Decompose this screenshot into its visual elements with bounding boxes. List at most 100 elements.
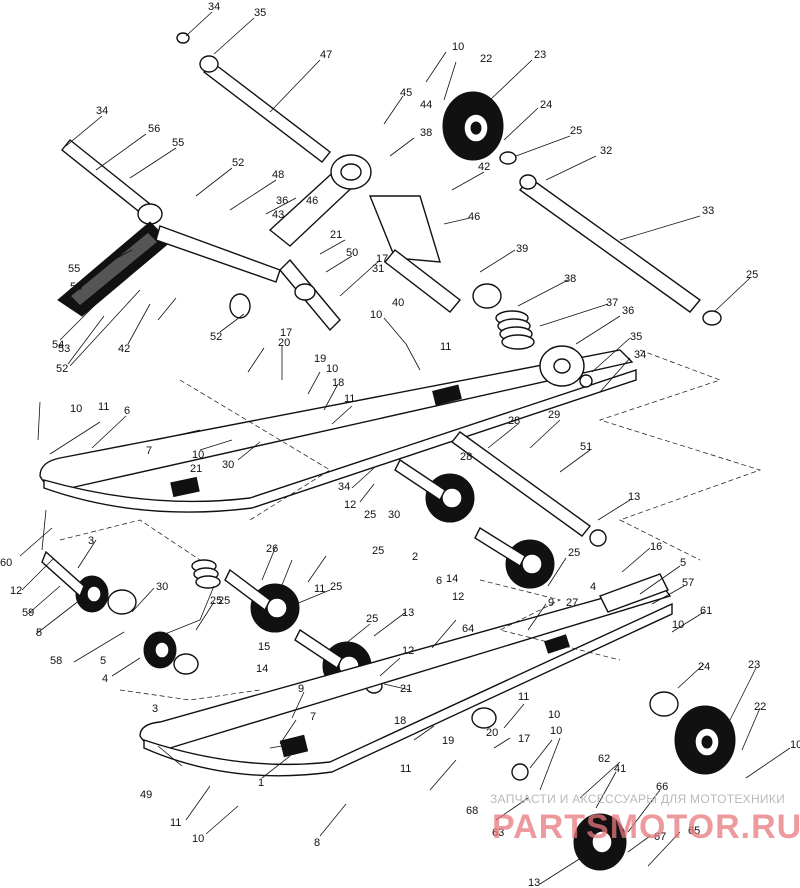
callout: 8 — [314, 837, 320, 849]
lower-idler-wheels — [511, 691, 736, 871]
callout: 41 — [614, 763, 626, 775]
callout: 34 — [208, 1, 220, 13]
callout: 21 — [330, 229, 342, 241]
callout: 21 — [190, 463, 202, 475]
callout: 25 — [364, 509, 376, 521]
lower-slide-rail — [139, 573, 673, 777]
callout: 33 — [702, 205, 714, 217]
callout: 3 — [88, 535, 94, 547]
callout: 6 — [436, 575, 442, 587]
callout: 68 — [466, 805, 478, 817]
callout: 11 — [400, 763, 411, 775]
assembly-guide-lines — [59, 349, 762, 701]
callout: 36 — [276, 195, 288, 207]
callout: 12 — [402, 645, 414, 657]
callout: 59 — [22, 607, 34, 619]
callout: 24 — [698, 661, 710, 673]
callout: 10 — [550, 725, 562, 737]
callout-leaders — [19, 11, 791, 885]
callout: 7 — [310, 711, 316, 723]
callout: 67 — [654, 831, 666, 843]
callout: 53 — [58, 343, 70, 355]
callout: 25 — [570, 125, 582, 137]
callout: 11 — [440, 341, 451, 353]
callout: 36 — [622, 305, 634, 317]
callout: 14 — [256, 663, 268, 675]
callout: 42 — [478, 161, 490, 173]
callout: 11 — [170, 817, 181, 829]
callout: 17 — [376, 253, 388, 265]
callout: 10 — [672, 619, 684, 631]
callout: 15 — [258, 641, 270, 653]
callout: 18 — [394, 715, 406, 727]
callout: 7 — [146, 445, 152, 457]
callout: 11 — [98, 401, 109, 413]
callout: 42 — [118, 343, 130, 355]
callout: 19 — [314, 353, 326, 365]
callout: 25 — [372, 545, 384, 557]
callout: 18 — [332, 377, 344, 389]
callout: 35 — [254, 7, 266, 19]
callout: 25 — [366, 613, 378, 625]
callout: 23 — [748, 659, 760, 671]
callout: 30 — [388, 509, 400, 521]
callout: 26 — [266, 543, 278, 555]
callout: 38 — [564, 273, 576, 285]
callout: 20 — [486, 727, 498, 739]
callout: 2 — [412, 551, 418, 563]
callout: 25 — [746, 269, 758, 281]
callout: 55 — [68, 263, 80, 275]
callout: 17 — [280, 327, 292, 339]
callout: 3 — [152, 703, 158, 715]
callout: 10 — [790, 739, 800, 751]
callout: 54 — [52, 339, 64, 351]
callout: 10 — [192, 449, 204, 461]
upper-shaft-assembly — [61, 32, 722, 350]
callout: 11 — [518, 691, 529, 703]
callout: 12 — [10, 585, 22, 597]
callout: 5 — [100, 655, 106, 667]
callout: 10 — [70, 403, 82, 415]
callout: 11 — [314, 583, 325, 595]
callout: 16 — [650, 541, 662, 553]
callout: 52 — [210, 331, 222, 343]
callout: 28 — [460, 451, 472, 463]
callout: 13 — [402, 607, 414, 619]
callout: 49 — [140, 789, 152, 801]
callout: 10 — [326, 363, 338, 375]
front-torque-arm — [57, 221, 281, 319]
callout: 34 — [96, 105, 108, 117]
callout: 13 — [628, 491, 640, 503]
callout: 37 — [606, 297, 618, 309]
callout: 5 — [680, 557, 686, 569]
callout: 47 — [320, 49, 332, 61]
callout: 4 — [590, 581, 596, 593]
callout: 55 — [172, 137, 184, 149]
callout: 31 — [372, 263, 384, 275]
callout: 11 — [344, 393, 355, 405]
callout: 65 — [688, 825, 700, 837]
callout: 60 — [0, 557, 12, 569]
callout: 46 — [468, 211, 480, 223]
callout: 28 — [508, 415, 520, 427]
callout: 58 — [50, 655, 62, 667]
callout: 38 — [420, 127, 432, 139]
callout: 9 — [298, 683, 304, 695]
callout: 6 — [124, 405, 130, 417]
callout: 17 — [518, 733, 530, 745]
callout: 27 — [566, 597, 578, 609]
callout: 21 — [400, 683, 412, 695]
callout: 25 — [330, 581, 342, 593]
callout: 56 — [148, 123, 160, 135]
callout: 25 — [218, 595, 230, 607]
callout: 10 — [192, 833, 204, 845]
callout: 57 — [682, 577, 694, 589]
callout: 45 — [400, 87, 412, 99]
callout: 46 — [306, 195, 318, 207]
callout: 22 — [754, 701, 766, 713]
callout: 1 — [258, 777, 264, 789]
callout: 12 — [452, 591, 464, 603]
callout: 35 — [630, 331, 642, 343]
